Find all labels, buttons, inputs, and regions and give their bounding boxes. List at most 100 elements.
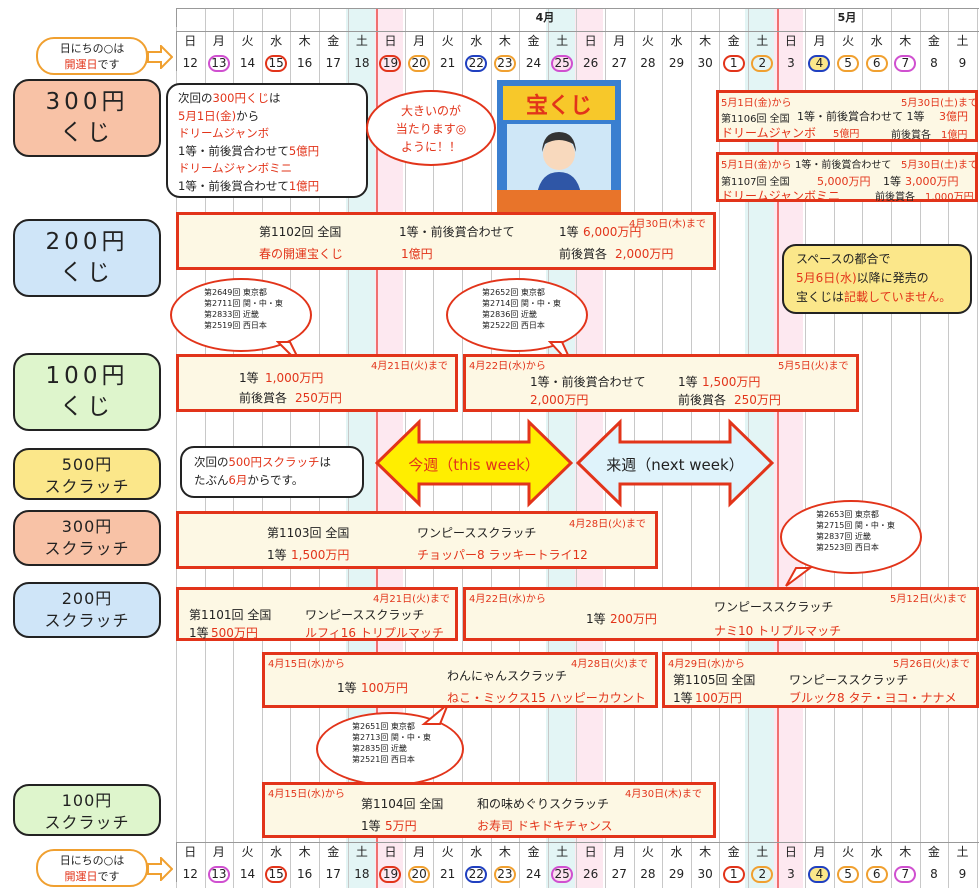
text: 5億円 (833, 129, 860, 140)
day-value: 3 (787, 56, 795, 70)
category-price: 200円 (45, 229, 129, 255)
day-number: 5 (834, 866, 863, 883)
day-number: 21 (433, 55, 462, 72)
legend-line2: です (97, 58, 120, 71)
day-value: 9 (958, 56, 967, 70)
text: 第2521回 西日本 (352, 755, 415, 764)
day-number: 1 (719, 55, 748, 72)
day-value: 1 (722, 866, 745, 883)
weekday-label: 火 (441, 34, 454, 48)
day-value: 4 (808, 866, 831, 883)
day-value: 17 (325, 56, 341, 70)
weekday-label: 土 (556, 845, 569, 859)
weekday-label: 月 (813, 845, 826, 859)
text: 5億円 (288, 143, 320, 158)
text: 1等 (239, 371, 259, 385)
category-type: くじ (60, 260, 114, 286)
day-value: 2 (751, 866, 774, 883)
day-value: 17 (325, 867, 341, 881)
weekday-label: 火 (842, 34, 855, 48)
box-wannyan-scratch: 4月15日(水)から 4月28日(火)まで わんにゃんスクラッチ 1等 100万… (262, 652, 658, 708)
weekday-label: 月 (212, 845, 225, 859)
day-number: 14 (233, 55, 262, 72)
day-value: 30 (697, 867, 713, 881)
text: 前後賞各 (239, 391, 288, 405)
weekday-label: 月 (813, 34, 826, 48)
day-number: 28 (634, 866, 663, 883)
day-value: 9 (958, 867, 967, 881)
day-number: 12 (176, 55, 205, 72)
day-value: 14 (239, 867, 256, 881)
category-type: スクラッチ (44, 539, 130, 558)
day-value: 23 (493, 866, 516, 883)
weekday-label: 木 (699, 845, 712, 859)
text: 5月6日(水) (796, 271, 857, 285)
day-value: 19 (379, 55, 402, 72)
text: ワンピーススクラッチ (417, 526, 537, 540)
day-number: 26 (576, 55, 605, 72)
day-number: 16 (290, 55, 319, 72)
text: チョッパー8 ラッキートライ12 (417, 548, 588, 562)
text: 大きいのが (400, 104, 461, 118)
text: 第2713回 関・中・東 (352, 733, 431, 742)
text: 1等・前後賞合わせて (178, 143, 289, 158)
day-number: 1 (719, 866, 748, 883)
day-number: 20 (405, 866, 434, 883)
text: わんにゃんスクラッチ (447, 669, 568, 683)
text: 第2649回 東京都 (204, 288, 267, 297)
text: 100万円 (361, 681, 408, 695)
day-number: 17 (319, 866, 348, 883)
text: ドリームジャンボ (721, 126, 817, 140)
day-number: 27 (605, 55, 634, 72)
day-number: 7 (891, 866, 920, 883)
grid-line (776, 8, 779, 888)
box-300yen-scratch: 第1103回 全国 ワンピーススクラッチ 4月28日(火)まで 1等 1,500… (176, 511, 658, 569)
category-price: 500円 (61, 455, 113, 474)
legend-bottom: 日にちの○は 開運日です (36, 849, 148, 887)
weekday-label: 金 (927, 845, 940, 859)
category-price: 100円 (61, 791, 113, 810)
box-100yen-scratch: 4月15日(水)から 第1104回 全国 和の味めぐりスクラッチ 4月30日(木… (262, 782, 716, 838)
day-value: 28 (640, 56, 656, 70)
weekday-label: 火 (441, 845, 454, 859)
day-number: 25 (548, 55, 577, 72)
text: 前後賞各 (678, 393, 727, 407)
text: 1等 (586, 612, 606, 626)
day-number: 18 (348, 866, 377, 883)
day-value: 14 (239, 56, 256, 70)
target-icon: ◎ (455, 122, 467, 136)
day-number: 3 (777, 866, 806, 883)
day-number: 19 (376, 55, 405, 72)
text: 4月28日(火)まで (571, 659, 648, 670)
weekday-label: 火 (842, 845, 855, 859)
text: からです。 (247, 473, 304, 487)
text: 4月28日(火)まで (569, 519, 646, 530)
day-value: 29 (668, 56, 685, 70)
text: 第2653回 東京都 (816, 510, 879, 519)
text: 1等 (267, 548, 287, 562)
box-100yen-kuji-b: 4月22日(水)から 5月5日(火)まで 1等・前後賞合わせて 2,000万円 … (463, 354, 859, 412)
legend-lucky-day: 開運日 (64, 58, 98, 71)
weekday-label: 水 (470, 845, 483, 859)
day-number: 14 (233, 866, 262, 883)
text: ナミ10 トリプルマッチ (714, 624, 842, 638)
text: 第1107回 全国 (721, 177, 790, 188)
grid-line (376, 8, 379, 888)
text: 1,500万円 (291, 548, 350, 562)
text: お寿司 ドキドキチャンス (477, 819, 613, 833)
text: 1等・前後賞合わせて (795, 160, 892, 171)
text: 1等 (337, 681, 357, 695)
text: 6,000万円 (583, 225, 642, 239)
text: 250万円 (734, 393, 781, 407)
text: ルフィ16 トリプルマッチ (305, 626, 444, 640)
weekday-label: 金 (327, 34, 340, 48)
weekday-label: 水 (270, 845, 283, 859)
day-number: 24 (519, 55, 548, 72)
grid-line (948, 8, 950, 888)
lottery-booth-illustration: 宝くじ (497, 80, 621, 220)
text: 第2652回 東京都 (482, 288, 545, 297)
weekday-label: 木 (498, 34, 511, 48)
weekday-label: 月 (413, 34, 426, 48)
text: たぶん (194, 473, 229, 487)
category-type: スクラッチ (44, 813, 130, 832)
